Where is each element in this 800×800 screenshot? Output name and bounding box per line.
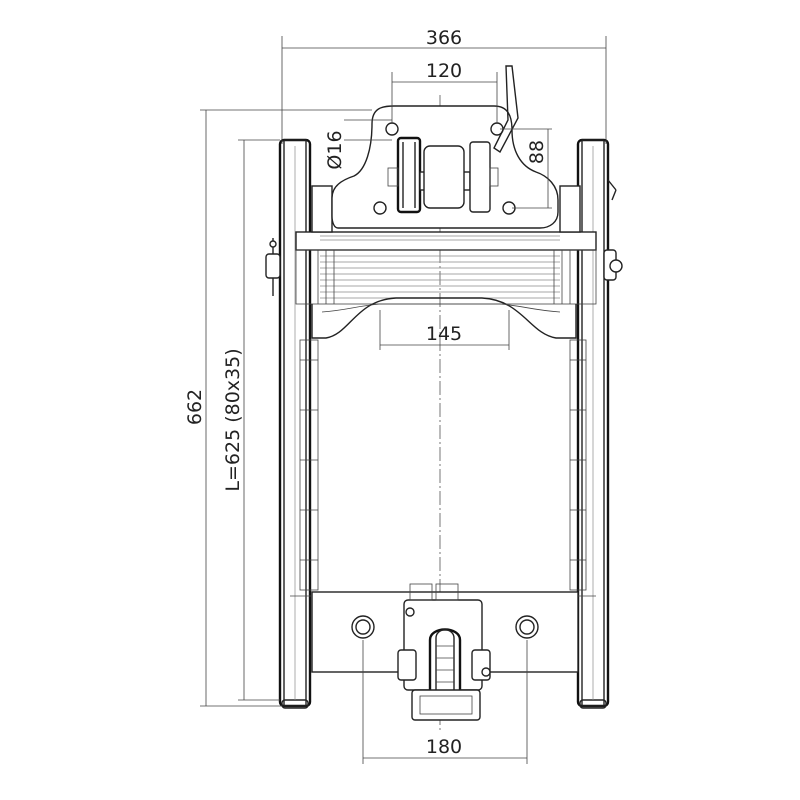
dim-rail-length-label: L=625 (80x35) bbox=[222, 348, 244, 491]
dimension-bottom-hole-spacing: 180 bbox=[362, 640, 528, 764]
head-plate bbox=[331, 65, 559, 229]
left-head-bracket bbox=[311, 185, 333, 233]
dim-inner-span-label: 145 bbox=[426, 323, 462, 345]
right-head-bracket bbox=[559, 185, 581, 233]
dimension-overall-height: 662 bbox=[184, 109, 372, 707]
dimension-inner-span: 145 bbox=[379, 310, 510, 350]
bottom-clamp-assembly bbox=[397, 583, 491, 721]
dimension-overall-width: 366 bbox=[281, 27, 607, 144]
dim-hole-diameter-label: Ø16 bbox=[324, 130, 346, 169]
dim-overall-width-label: 366 bbox=[426, 27, 462, 49]
left-rail bbox=[265, 138, 319, 709]
dim-bottom-hole-spacing-label: 180 bbox=[426, 736, 462, 758]
dimension-rail-length: L=625 (80x35) bbox=[222, 139, 280, 701]
dim-vertical-hole-spacing-label: 88 bbox=[526, 140, 548, 164]
dimension-hole-diameter: Ø16 bbox=[324, 119, 392, 170]
dimension-top-hole-spacing: 120 bbox=[391, 60, 498, 124]
top-cross-beam bbox=[295, 231, 597, 339]
dimension-vertical-hole-spacing: 88 bbox=[500, 128, 552, 209]
dim-top-hole-spacing-label: 120 bbox=[426, 60, 462, 82]
dim-overall-height-label: 662 bbox=[184, 389, 206, 425]
